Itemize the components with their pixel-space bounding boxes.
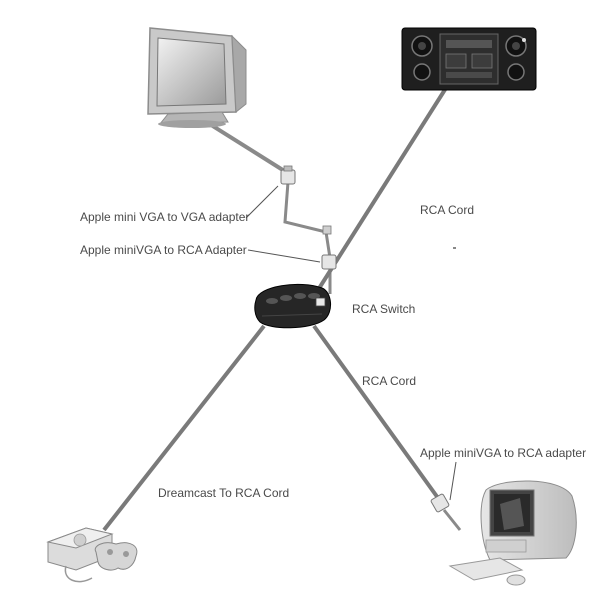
emac-icon	[448, 480, 577, 586]
cable-adapter-to-emac	[442, 509, 462, 531]
label-rca-adapter-bottom: Apple miniVGA to RCA adapter	[420, 446, 587, 460]
label-leaders	[245, 185, 457, 501]
label-rca-cord-bottom: RCA Cord	[362, 374, 417, 388]
cable-vga-adapter-to-rca-adapter	[283, 181, 332, 259]
leader-rca-adapter-bottom	[449, 461, 457, 501]
crt-monitor-icon	[147, 27, 247, 128]
vga-adapter-icon	[280, 165, 296, 185]
label-rca-cord-top: RCA Cord	[420, 203, 475, 217]
cable-switch-to-dreamcast	[102, 324, 266, 532]
cables	[102, 86, 462, 532]
leader-vga-adapter	[245, 185, 279, 219]
label-rca-switch: RCA Switch	[352, 302, 416, 316]
label-dreamcast-cord: Dreamcast To RCA Cord	[158, 486, 290, 500]
label-vga-adapter: Apple mini VGA to VGA adapter	[80, 210, 250, 224]
label-rca-adapter-top: Apple miniVGA to RCA Adapter	[80, 243, 247, 257]
rca-switch-icon	[254, 283, 331, 329]
game-console-icon	[46, 527, 138, 583]
rca-adapter-bottom-icon	[430, 493, 450, 513]
stereo-icon	[401, 27, 537, 91]
stray-mark	[453, 247, 456, 249]
cable-switch-to-stereo	[316, 86, 448, 292]
rca-adapter-top-icon	[321, 225, 337, 270]
leader-rca-adapter-top	[247, 249, 321, 263]
cable-switch-to-emac-adapter	[312, 324, 440, 500]
